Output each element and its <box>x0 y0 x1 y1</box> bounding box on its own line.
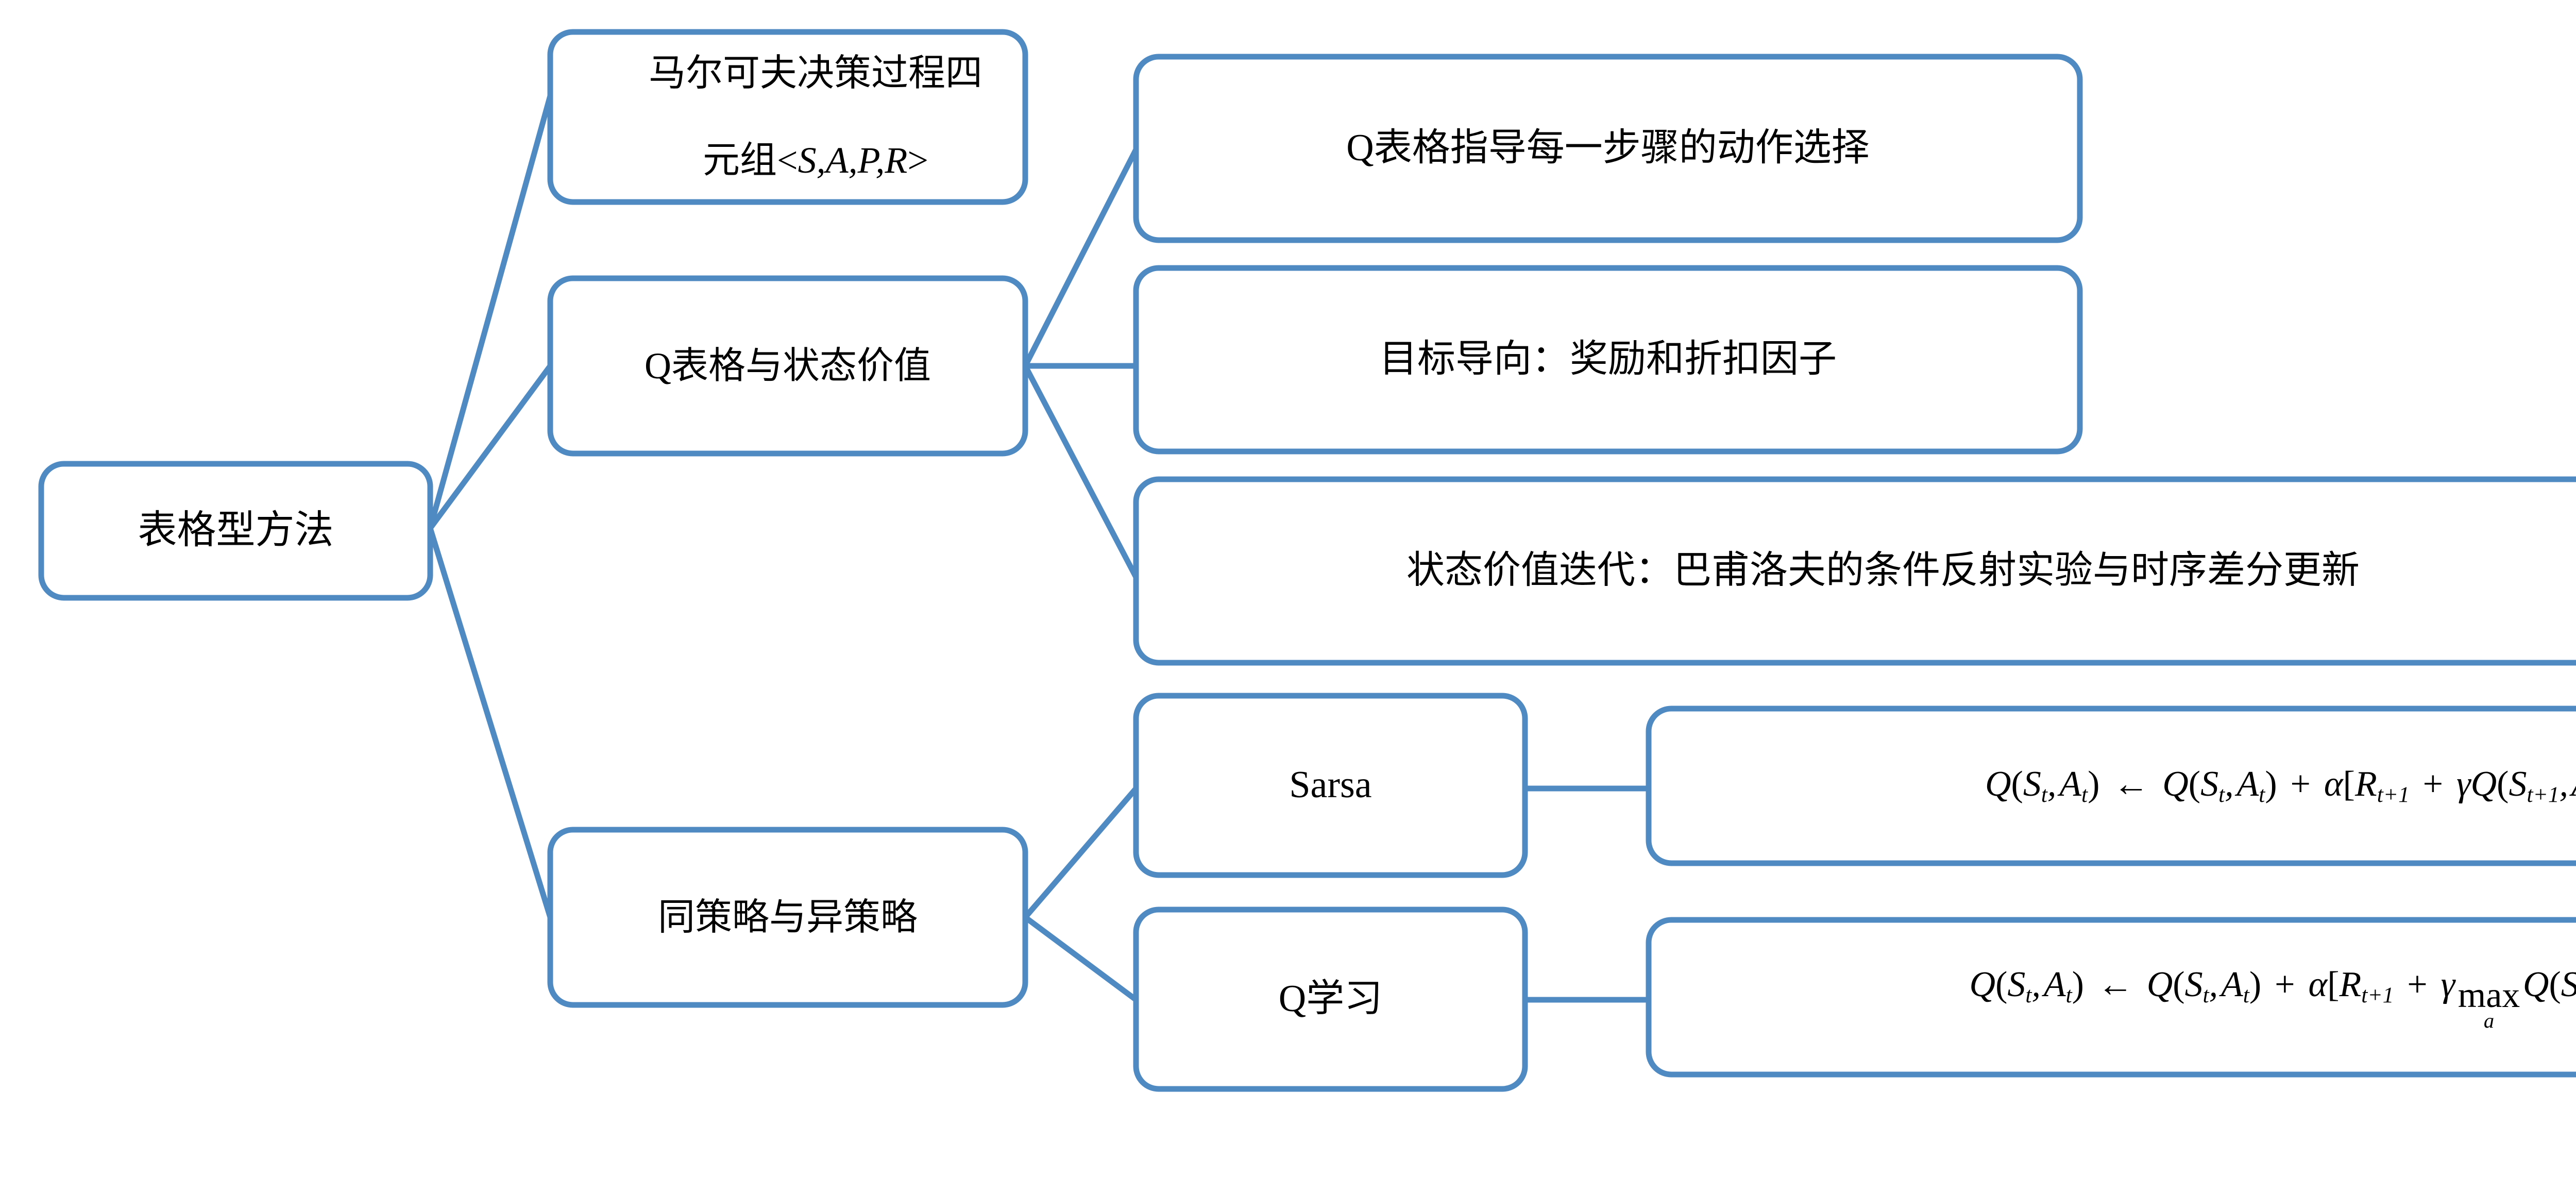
connector-onoff-to-qlearning <box>1023 915 1138 1002</box>
node-box-qtable[interactable] <box>547 275 1028 457</box>
node-box-value-iter[interactable] <box>1133 476 2576 666</box>
node-box-sarsa-formula[interactable] <box>1646 706 2576 866</box>
connector-qtable-to-guide <box>1023 148 1139 367</box>
node-box-qlearning-formula[interactable] <box>1646 917 2576 1078</box>
connector-root-to-onoff <box>427 527 553 918</box>
node-box-qlearning[interactable] <box>1133 906 1528 1092</box>
connector-root-to-mdp <box>427 95 553 529</box>
node-box-root[interactable] <box>38 461 433 601</box>
node-box-qtable-guide[interactable] <box>1133 54 2083 243</box>
connector-root-to-qtable <box>428 364 553 530</box>
node-box-mdp[interactable] <box>547 29 1028 205</box>
node-box-goal-oriented[interactable] <box>1133 265 2083 455</box>
node-box-sarsa[interactable] <box>1133 693 1528 878</box>
node-box-onoff[interactable] <box>547 827 1028 1008</box>
connector-onoff-to-sarsa <box>1023 786 1139 919</box>
connector-qtable-to-valueiter <box>1023 364 1139 579</box>
